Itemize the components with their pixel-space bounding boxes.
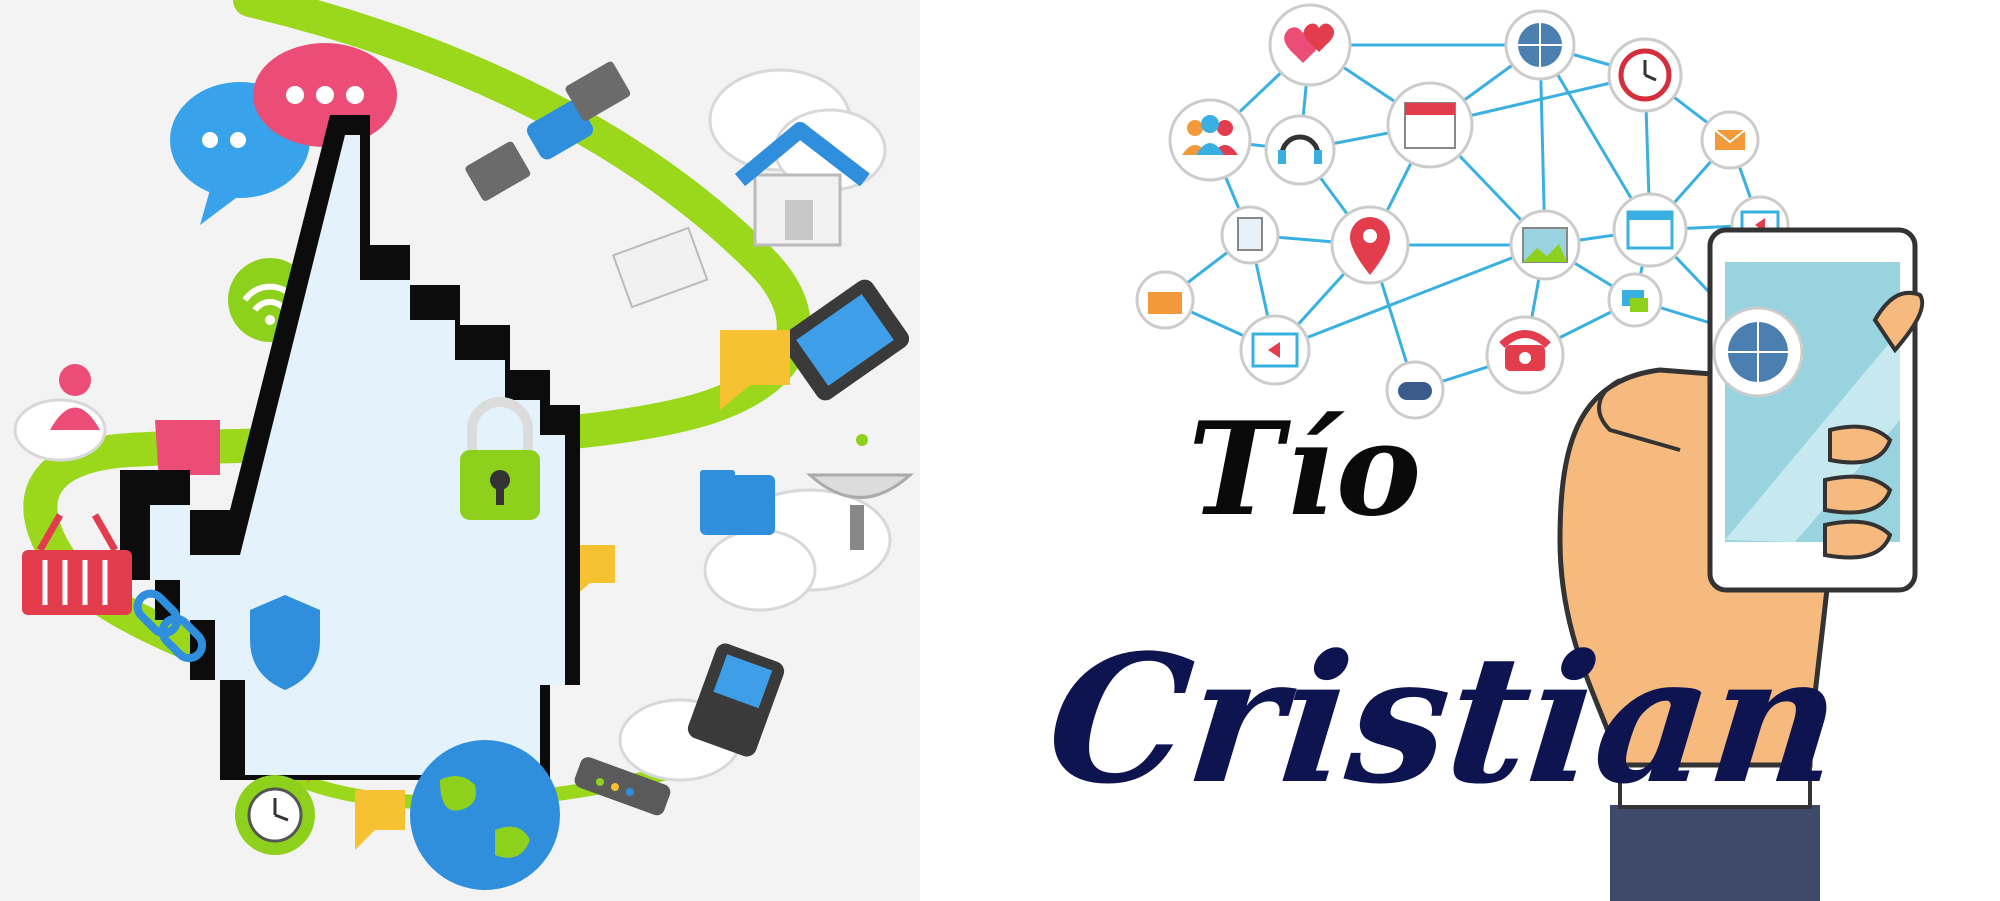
folder-icon <box>700 470 775 535</box>
person-icon <box>50 364 100 430</box>
calendar-icon <box>1386 81 1474 169</box>
tablet-icon <box>780 279 910 401</box>
globe-icon <box>1504 9 1576 81</box>
globe-icon <box>410 740 560 890</box>
shopping-basket-icon <box>22 513 132 615</box>
webpage-icon <box>1612 192 1688 268</box>
satellite-icon <box>465 61 631 201</box>
router-icon <box>574 757 671 816</box>
hand-holding-phone <box>1557 227 1925 901</box>
telephone-icon <box>1485 315 1565 395</box>
document-icon <box>1220 205 1280 265</box>
hearts-icon <box>1268 3 1352 87</box>
clock-icon <box>235 775 315 855</box>
speech-bubble-yellow <box>720 330 790 410</box>
gamepad-icon <box>1385 360 1445 420</box>
chat-icon <box>1607 272 1663 328</box>
speech-bubble-small <box>570 545 615 601</box>
envelope-icon <box>1700 110 1760 170</box>
padlock-icon <box>460 397 540 520</box>
people-icon <box>1168 98 1252 182</box>
link-icon <box>133 589 207 663</box>
social-network-illustration <box>1135 3 1925 901</box>
banner-line-1: Tío <box>1188 395 1424 545</box>
envelope-icon <box>611 226 709 309</box>
satellite-dish-icon <box>806 434 914 550</box>
folder-icon <box>1135 270 1195 330</box>
house-icon <box>734 122 870 247</box>
clock-icon <box>1607 37 1683 113</box>
shield-icon <box>250 595 320 690</box>
right-banner-area: Tío Cristian <box>920 0 2000 901</box>
headset-icon <box>1264 114 1336 186</box>
image-icon <box>1509 209 1581 281</box>
cursor-hand-illustration <box>13 0 914 890</box>
speech-bubble-bottom <box>355 790 405 850</box>
banner-line-2: Cristian <box>1039 616 1850 823</box>
location-pin-icon <box>1330 205 1410 285</box>
mobile-phone-icon <box>687 643 785 757</box>
internet-icons-illustration <box>0 0 920 901</box>
video-player-icon <box>1239 314 1311 386</box>
